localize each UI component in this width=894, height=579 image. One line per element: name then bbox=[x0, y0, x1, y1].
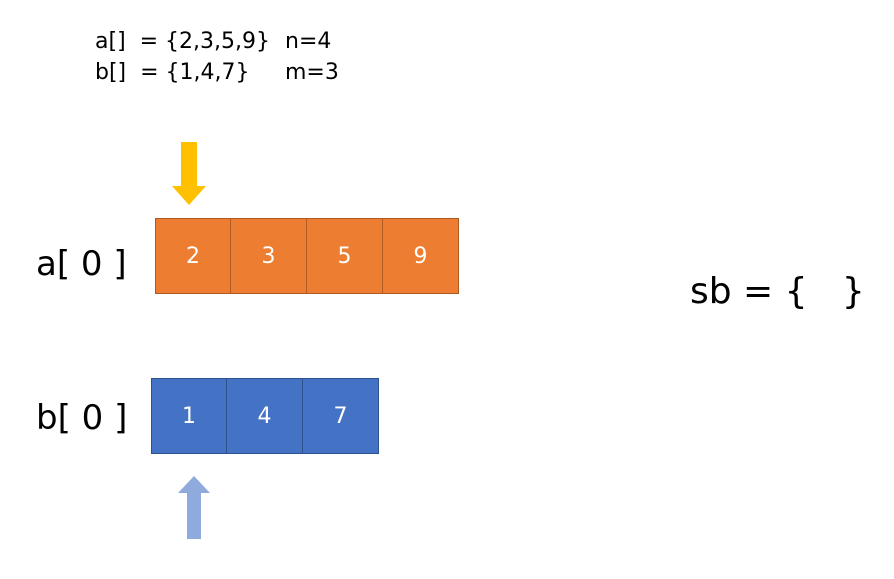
array-a-cell: 3 bbox=[231, 218, 307, 294]
array-a-label: a[ 0 ] bbox=[36, 244, 127, 284]
array-a-cell: 2 bbox=[155, 218, 231, 294]
array-a-declaration: a[] = {2,3,5,9} bbox=[95, 29, 271, 54]
array-b-label: b[ 0 ] bbox=[36, 398, 128, 438]
array-a: 2 3 5 9 bbox=[155, 218, 459, 294]
array-b-cell: 7 bbox=[303, 378, 379, 454]
down-arrow-icon bbox=[172, 142, 206, 205]
array-b-declaration: b[] = {1,4,7} bbox=[95, 60, 250, 85]
array-a-cell: 5 bbox=[307, 218, 383, 294]
array-a-cell: 9 bbox=[383, 218, 459, 294]
n-declaration: n=4 bbox=[285, 29, 332, 54]
array-b-cell: 1 bbox=[151, 378, 227, 454]
up-arrow-icon bbox=[178, 476, 210, 539]
m-declaration: m=3 bbox=[285, 60, 339, 85]
array-b: 1 4 7 bbox=[151, 378, 379, 454]
result-sb: sb = { } bbox=[690, 271, 865, 312]
array-b-cell: 4 bbox=[227, 378, 303, 454]
